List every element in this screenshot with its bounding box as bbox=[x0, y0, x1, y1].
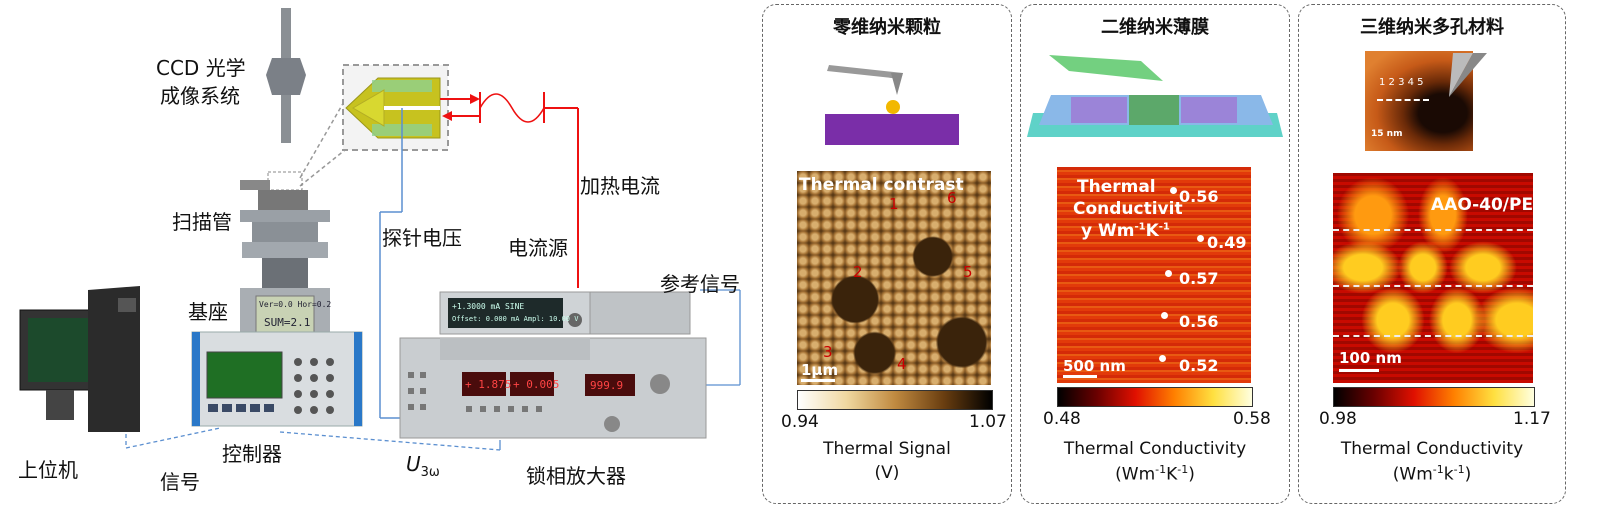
scale-bar bbox=[801, 379, 835, 382]
colorbar-min: 0.98 bbox=[1319, 409, 1357, 429]
caption-unit-c: ) bbox=[1188, 464, 1195, 485]
base-screen-line2: SUM=2.1 bbox=[264, 316, 311, 329]
overlay-label: AAO-40/PEG bbox=[1431, 195, 1533, 215]
panel-title: 二维纳米薄膜 bbox=[1101, 17, 1209, 38]
overlay-label: Thermal contrast bbox=[799, 175, 964, 195]
caption-line1: Thermal Conductivity bbox=[1063, 439, 1247, 459]
value-3: 0.57 bbox=[1179, 269, 1219, 288]
caption-line1: Thermal Conductivity bbox=[1340, 439, 1524, 459]
panel-nanoporous: 三维纳米多孔材料 1 2 3 4 5 15 nm AAO-40/PEG 100 … bbox=[1298, 4, 1566, 504]
panel-nanofilms: 二维纳米薄膜 Thermal Conductivit y Wm-1K-1 0.5… bbox=[1020, 4, 1290, 504]
marker-3: 3 bbox=[823, 343, 833, 361]
scale-bar bbox=[1063, 375, 1097, 378]
base-label: 基座 bbox=[188, 300, 228, 324]
caption-unit-sup1: -1 bbox=[1432, 463, 1444, 476]
overlay-line2: Conductivit bbox=[1073, 199, 1183, 219]
nanoparticle-probe-illustration bbox=[825, 65, 959, 145]
source-screen-line2: Offset: 0.000 mA Ampl: 10.00 V bbox=[452, 315, 579, 323]
scale-bar-label: 500 nm bbox=[1063, 357, 1126, 375]
inset-scale: 15 nm bbox=[1371, 129, 1403, 139]
scale-bar-label: 1μm bbox=[801, 361, 839, 379]
u3w-main: U bbox=[406, 452, 421, 476]
overlay-line1: Thermal bbox=[1077, 177, 1156, 197]
nanofilm-thermal-map: Thermal Conductivit y Wm-1K-1 0.56 0.49 … bbox=[1057, 167, 1251, 383]
panel-nanoparticles: 零维纳米颗粒 Thermal contrast 1 2 3 4 5 6 1μm … bbox=[762, 4, 1012, 504]
ref-signal-label: 参考信号 bbox=[660, 272, 740, 296]
colorbar-min: 0.94 bbox=[781, 412, 819, 432]
lockin-display-2: + 0.005 bbox=[513, 378, 560, 391]
panel-title: 零维纳米颗粒 bbox=[833, 17, 941, 38]
marker-4: 4 bbox=[897, 355, 907, 373]
value-4: 0.56 bbox=[1179, 312, 1219, 331]
overlay-unit-b: K bbox=[1145, 221, 1159, 241]
scale-bar-label: 100 nm bbox=[1339, 349, 1402, 367]
marker-1: 1 bbox=[889, 195, 899, 213]
measure-point-2 bbox=[1197, 235, 1204, 242]
measure-point-3 bbox=[1165, 270, 1172, 277]
marker-5: 5 bbox=[963, 263, 973, 281]
base-screen-line1: Ver=0.0 Hor=0.2 bbox=[259, 300, 332, 309]
panel-title: 三维纳米多孔材料 bbox=[1360, 17, 1504, 38]
inset-points: 1 2 3 4 5 bbox=[1379, 77, 1424, 88]
measure-point-4 bbox=[1161, 312, 1168, 319]
dashed-line-2 bbox=[1333, 285, 1533, 287]
colorbar-max: 1.07 bbox=[969, 412, 1007, 432]
caption-unit-b: k bbox=[1443, 464, 1454, 485]
dashed-line-3 bbox=[1333, 335, 1533, 337]
marker-2: 2 bbox=[853, 263, 863, 281]
colorbar bbox=[1057, 387, 1253, 407]
dashed-line-1 bbox=[1333, 229, 1533, 231]
value-1: 0.56 bbox=[1179, 187, 1219, 206]
caption-line2: (Wm-1K-1) bbox=[1021, 463, 1289, 485]
scale-bar bbox=[1339, 369, 1379, 372]
caption-unit-sup2: -1 bbox=[1177, 463, 1189, 476]
value-2: 0.49 bbox=[1207, 233, 1247, 252]
signal-label: 信号 bbox=[160, 470, 200, 494]
u3w-subscript: 3ω bbox=[420, 465, 440, 480]
source-screen-line1: +1.3000 mA SINE bbox=[452, 302, 525, 311]
colorbar bbox=[797, 390, 993, 410]
caption-unit-sup2: -1 bbox=[1453, 463, 1465, 476]
nanofilm-device-illustration bbox=[1027, 55, 1283, 137]
value-5: 0.52 bbox=[1179, 356, 1219, 375]
nanoparticle-thermal-map: Thermal contrast 1 2 3 4 5 6 1μm bbox=[797, 171, 991, 385]
lockin-display-1: + 1.875 bbox=[465, 378, 512, 391]
caption-unit-c: ) bbox=[1464, 464, 1472, 485]
overlay-unit-sup1: -1 bbox=[1134, 221, 1146, 233]
schematic-drawing bbox=[19, 8, 741, 451]
colorbar-max: 1.17 bbox=[1513, 409, 1551, 429]
instrument-schematic: Ver=0.0 Hor=0.2 SUM=2.1 +1.3000 mA SINE … bbox=[0, 0, 750, 514]
measure-point-5 bbox=[1159, 355, 1166, 362]
caption-line2: (Wm-1k-1) bbox=[1299, 463, 1565, 485]
lockin-display-3: 999.9 bbox=[590, 379, 624, 392]
marker-6: 6 bbox=[947, 189, 957, 207]
lockin-label: 锁相放大器 bbox=[526, 464, 626, 488]
measure-point-1 bbox=[1170, 187, 1177, 194]
colorbar-min: 0.48 bbox=[1043, 409, 1081, 429]
probe-tip-icon bbox=[1449, 53, 1487, 97]
caption-line1: Thermal Signal bbox=[823, 439, 951, 459]
overlay-line3: y Wm-1K-1 bbox=[1081, 221, 1170, 241]
overlay-unit-sup2: -1 bbox=[1158, 221, 1170, 233]
host-pc-label: 上位机 bbox=[18, 458, 78, 482]
ccd-label: CCD 光学 bbox=[156, 56, 246, 80]
heating-current-label: 加热电流 bbox=[580, 174, 660, 198]
colorbar bbox=[1333, 387, 1535, 407]
overlay-unit-a: y Wm bbox=[1081, 221, 1135, 241]
ccd-label-2: 成像系统 bbox=[160, 84, 240, 108]
u3w-label: U3ω bbox=[406, 452, 440, 480]
caption-unit-a: (Wm bbox=[1115, 464, 1156, 485]
current-source-label: 电流源 bbox=[508, 236, 568, 260]
caption-unit-a: (Wm bbox=[1392, 464, 1433, 485]
controller-label: 控制器 bbox=[222, 442, 282, 466]
caption-unit-b: K bbox=[1166, 464, 1178, 485]
nanoporous-thermal-map: AAO-40/PEG 100 nm bbox=[1333, 173, 1533, 383]
caption-line2: (V) bbox=[874, 463, 900, 483]
caption-unit-sup1: -1 bbox=[1155, 463, 1167, 476]
colorbar-max: 0.58 bbox=[1233, 409, 1271, 429]
probe-voltage-label: 探针电压 bbox=[382, 226, 462, 250]
inset-arrow bbox=[1377, 99, 1429, 101]
scan-tube-label: 扫描管 bbox=[172, 210, 232, 234]
